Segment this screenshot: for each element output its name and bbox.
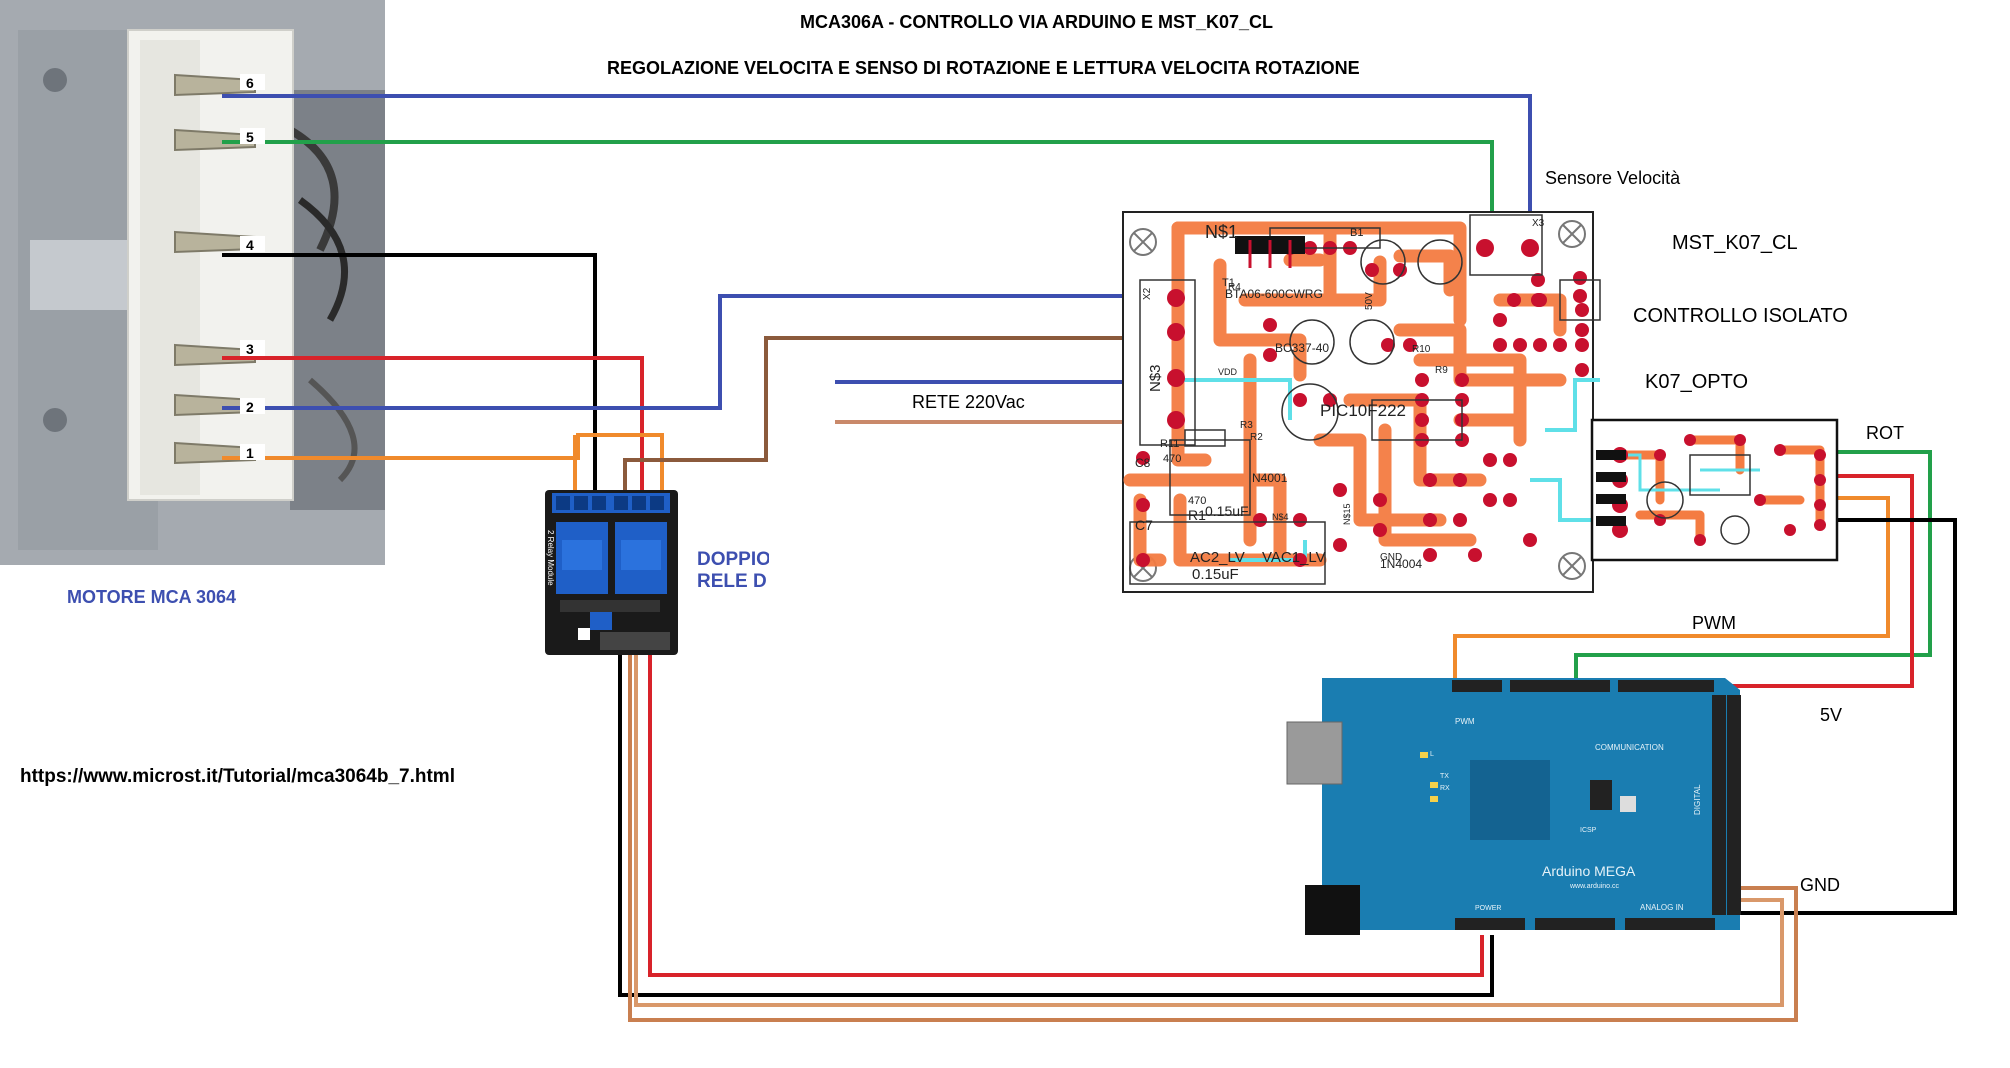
- comp-vac1: VAC1_LV: [1262, 549, 1326, 566]
- motor-pin-4: 4: [246, 237, 254, 253]
- tutorial-url[interactable]: https://www.microst.it/Tutorial/mca3064b…: [20, 766, 455, 787]
- comp-n15: N$15: [1342, 503, 1352, 525]
- wire-green-rot: [1574, 450, 1932, 690]
- signal-5v: 5V: [1820, 705, 1843, 725]
- comp-bta: BTA06-600CWRG: [1225, 287, 1323, 301]
- signal-gnd: GND: [1800, 875, 1840, 895]
- signal-pwm: PWM: [1692, 613, 1736, 633]
- wire-orange-pin1: [222, 433, 664, 493]
- motor-pin-6: 6: [246, 75, 254, 91]
- motor-pin-1: 1: [246, 445, 254, 461]
- comp-r10: R10: [1412, 344, 1431, 355]
- arduino-rx-silk: RX: [1440, 785, 1450, 792]
- relay-caption-1: DOPPIO: [697, 549, 769, 570]
- relay-module: 2 Relay Module: [545, 490, 678, 655]
- comp-cap15: 0.15uF: [1205, 503, 1249, 519]
- comp-ns4: N$4: [1272, 512, 1289, 522]
- diagram-subtitle: REGOLAZIONE VELOCITA E SENSO DI ROTAZION…: [607, 58, 1360, 78]
- motor-pin-2: 2: [246, 399, 254, 415]
- wire-brown-relay: [623, 336, 1170, 493]
- wire-red-pin3: [222, 356, 644, 493]
- comp-r2: R2: [1250, 432, 1263, 443]
- relay-caption-2: RELE D: [697, 571, 767, 592]
- arduino-comm-silk: COMMUNICATION: [1595, 743, 1664, 752]
- motor-photo: [0, 0, 385, 565]
- wire-black-gnd: [1720, 518, 1957, 915]
- comp-diode: 1N4004: [1380, 557, 1422, 571]
- comp-ns1: N$1: [1205, 222, 1238, 242]
- comp-bc: BC337-40: [1275, 341, 1329, 355]
- comp-n4001: N4001: [1252, 471, 1288, 485]
- arduino-mega: Arduino MEGA www.arduino.cc PWM COMMUNIC…: [1286, 678, 1741, 935]
- arduino-digital-silk: DIGITAL: [1693, 784, 1702, 815]
- arduino-tx-silk: TX: [1440, 773, 1449, 780]
- comp-ac2vac: 0.15uF: [1192, 566, 1239, 583]
- arduino-icsp-silk: ICSP: [1580, 827, 1597, 834]
- mains-label: RETE 220Vac: [912, 392, 1025, 412]
- wire-blue-pin2: [222, 294, 1170, 410]
- k07-opto-board: [1590, 418, 1839, 562]
- comp-r3: R3: [1240, 420, 1253, 431]
- comp-x2: X2: [1142, 287, 1153, 300]
- signal-rot: ROT: [1866, 423, 1904, 443]
- motor-pin-labels: 6 5 4 3 2 1: [240, 74, 265, 461]
- arduino-analog-silk: ANALOG IN: [1640, 903, 1684, 912]
- comp-r9: R9: [1435, 365, 1448, 376]
- arduino-url-silk: www.arduino.cc: [1569, 883, 1620, 890]
- arduino-l-silk: L: [1430, 751, 1434, 758]
- comp-c7: C7: [1135, 517, 1153, 533]
- relay-silk: 2 Relay Module: [546, 530, 555, 586]
- comp-pic: PIC10F222: [1320, 401, 1406, 420]
- wire-tan-relay-in2: [628, 650, 1798, 1022]
- comp-r1: R1: [1188, 507, 1206, 523]
- wire-orange-pwm: [1453, 496, 1890, 690]
- motor-pin-3: 3: [246, 341, 254, 357]
- comp-vdd: VDD: [1218, 367, 1238, 377]
- mst-k07-board: N$1 N$3 B1 T1 BTA06-600CWRG BC337-40 PIC…: [1122, 211, 1601, 593]
- wire-tan-relay-in1: [634, 650, 1784, 1007]
- comp-t1: T1: [1222, 277, 1235, 289]
- motor-pin-5: 5: [246, 129, 254, 145]
- comp-r11: R11: [1160, 438, 1179, 450]
- comp-r470b: 470: [1188, 495, 1206, 507]
- comp-gnd: GND: [1380, 552, 1402, 563]
- diagram-title: MCA306A - CONTROLLO VIA ARDUINO E MST_K0…: [800, 12, 1274, 32]
- sensor-label: Sensore Velocità: [1545, 168, 1681, 188]
- wire-black-pin4: [222, 253, 597, 493]
- comp-ac2: AC2_LV: [1190, 549, 1245, 566]
- comp-v50: 50V: [1364, 292, 1375, 310]
- wire-red-relay-5v: [648, 650, 1484, 977]
- isolated-label: CONTROLLO ISOLATO: [1633, 305, 1848, 327]
- arduino-power-silk: POWER: [1475, 905, 1501, 912]
- comp-ns3: N$3: [1147, 364, 1164, 392]
- comp-c8: C8: [1135, 456, 1151, 470]
- comp-r470: 470: [1163, 453, 1181, 465]
- comp-x3: X3: [1532, 218, 1545, 229]
- opto-label: K07_OPTO: [1645, 371, 1749, 393]
- wire-green-pin5: [222, 140, 1494, 228]
- board-name: MST_K07_CL: [1672, 232, 1798, 254]
- comp-b1: B1: [1350, 227, 1363, 239]
- arduino-name: Arduino MEGA: [1542, 863, 1636, 879]
- wire-blue-pin6: [222, 94, 1532, 228]
- wires: [222, 94, 1957, 1022]
- wire-black-relay-gnd: [618, 650, 1494, 997]
- comp-r4: R4: [1228, 282, 1241, 293]
- motor-caption: MOTORE MCA 3064: [67, 587, 237, 607]
- arduino-pwm-silk: PWM: [1455, 717, 1475, 726]
